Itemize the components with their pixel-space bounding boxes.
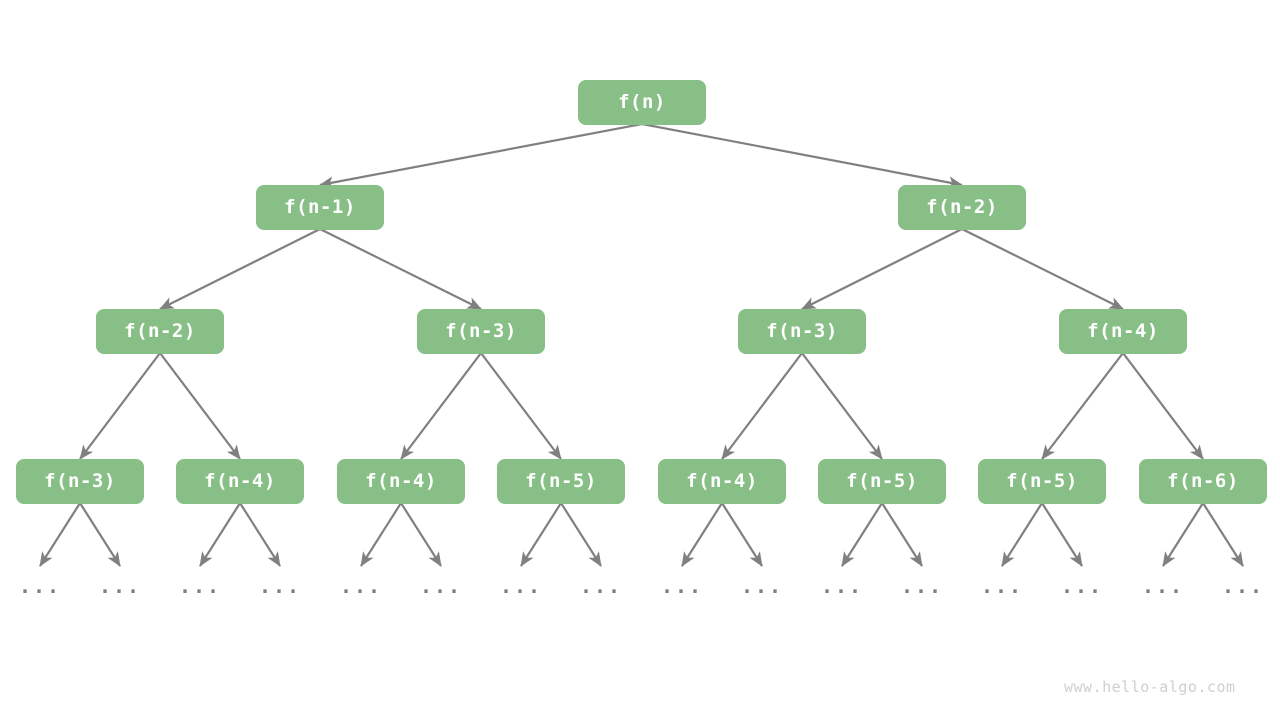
- tree-node: f(n-5): [497, 458, 625, 504]
- tree-edge: [520, 502, 562, 567]
- tree-edge: [881, 502, 923, 567]
- tree-edge: [159, 352, 241, 460]
- ellipsis-node: ...: [900, 574, 944, 598]
- tree-node: f(n-2): [96, 308, 224, 354]
- tree-edge: [319, 228, 482, 310]
- tree-node: f(n-1): [256, 184, 384, 230]
- tree-node: f(n-3): [417, 308, 545, 354]
- tree-edge: [360, 502, 402, 567]
- tree-edge: [79, 352, 161, 460]
- ellipsis-node: ...: [258, 574, 302, 598]
- tree-edge: [400, 502, 442, 567]
- ellipsis-node: ...: [18, 574, 62, 598]
- tree-edge: [801, 228, 963, 310]
- ellipsis-node: ...: [820, 574, 864, 598]
- ellipsis-node: ...: [499, 574, 543, 598]
- tree-edge: [480, 352, 562, 460]
- ellipsis-node: ...: [1221, 574, 1265, 598]
- tree-node: f(n-4): [658, 458, 786, 504]
- tree-node: f(n-2): [898, 184, 1026, 230]
- tree-edge: [721, 502, 763, 567]
- tree-node: f(n-4): [176, 458, 304, 504]
- tree-edge: [239, 502, 281, 567]
- ellipsis-node: ...: [339, 574, 383, 598]
- tree-node: f(n-5): [818, 458, 946, 504]
- tree-edge: [319, 122, 643, 189]
- tree-node: f(n-4): [337, 458, 465, 504]
- tree-edge: [560, 502, 602, 567]
- tree-edge: [1041, 352, 1124, 460]
- ellipsis-node: ...: [660, 574, 704, 598]
- tree-edge: [39, 502, 81, 567]
- ellipsis-node: ...: [1141, 574, 1185, 598]
- tree-edge: [961, 228, 1124, 310]
- tree-edge: [1122, 352, 1204, 460]
- tree-edge: [400, 352, 482, 460]
- ellipsis-node: ...: [740, 574, 784, 598]
- ellipsis-node: ...: [98, 574, 142, 598]
- tree-node: f(n-6): [1139, 458, 1267, 504]
- tree-edge: [1041, 502, 1083, 567]
- tree-node: f(n-4): [1059, 308, 1187, 354]
- tree-edge: [79, 502, 121, 567]
- watermark: www.hello-algo.com: [1064, 678, 1236, 696]
- ellipsis-node: ...: [178, 574, 222, 598]
- tree-node: f(n-3): [738, 308, 866, 354]
- tree-node: f(n-3): [16, 458, 144, 504]
- tree-edge: [1202, 502, 1244, 567]
- tree-edge: [1001, 502, 1043, 567]
- ellipsis-node: ...: [579, 574, 623, 598]
- ellipsis-node: ...: [419, 574, 463, 598]
- tree-edge: [801, 352, 883, 460]
- tree-edge: [159, 228, 321, 310]
- tree-edge: [1162, 502, 1204, 567]
- tree-edge: [199, 502, 241, 567]
- ellipsis-node: ...: [980, 574, 1024, 598]
- tree-edge: [641, 122, 963, 189]
- tree-node: f(n-5): [978, 458, 1106, 504]
- tree-node: f(n): [578, 79, 706, 125]
- tree-edge: [721, 352, 803, 460]
- tree-edge: [681, 502, 723, 567]
- tree-edge: [841, 502, 883, 567]
- ellipsis-node: ...: [1060, 574, 1104, 598]
